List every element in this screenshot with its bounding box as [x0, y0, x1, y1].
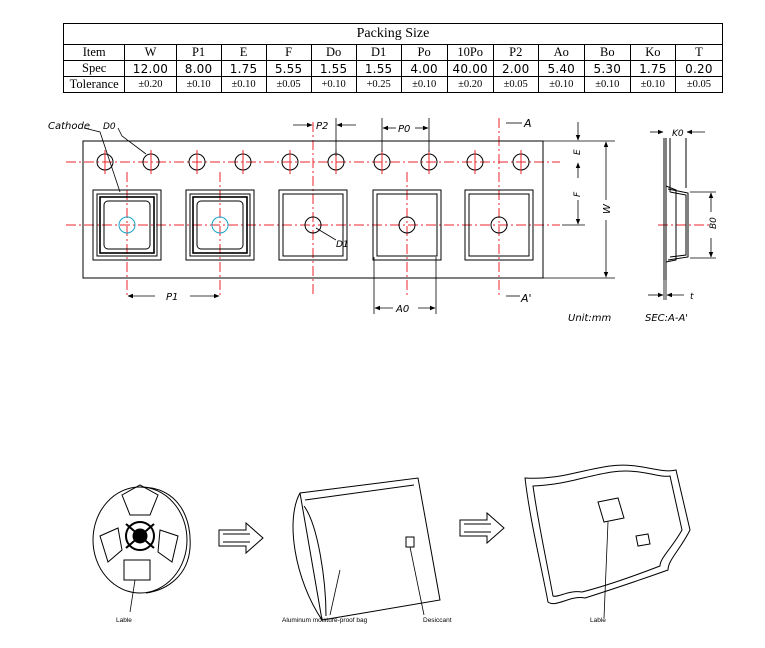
center-lines	[66, 118, 712, 298]
spec-cell: 2.00	[492, 60, 539, 77]
moisture-proof-bag-icon	[292, 477, 441, 621]
desiccant-label: Desiccant	[423, 617, 452, 624]
leader-lines	[83, 127, 337, 241]
header-cell: P1	[175, 44, 222, 61]
tolerance-cell: ±0.10	[537, 76, 585, 93]
tolerance-cell: +0.25	[355, 76, 402, 93]
spec-cell: 5.55	[265, 60, 312, 77]
spec-cell: 5.40	[537, 60, 585, 77]
pocket-center-hole	[118, 216, 136, 234]
p0-dimension	[381, 118, 430, 152]
tolerance-cell: ±0.10	[583, 76, 631, 93]
tolerance-cell: Tolerance	[62, 76, 126, 93]
a0-dimension	[373, 257, 437, 314]
pockets	[92, 189, 534, 261]
table-title-row: Packing Size	[63, 23, 723, 45]
section-label: SEC:A-A'	[645, 313, 688, 324]
a0-label: A0	[395, 304, 409, 315]
table-title: Packing Size	[63, 23, 723, 45]
tolerance-cell: ±0.10	[400, 76, 448, 93]
table-tolerance-row: Tolerance ±0.20 ±0.10 ±0.10 ±0.05 +0.10 …	[62, 76, 724, 93]
t-label: t	[690, 292, 694, 302]
component-pads	[118, 216, 508, 234]
p2-dimension	[293, 118, 356, 156]
section-a-prime-label: A'	[520, 292, 532, 305]
tolerance-cell: ±0.10	[629, 76, 676, 93]
section-a-label: A	[523, 117, 532, 130]
pocket	[464, 189, 534, 261]
cathode-label: Cathode	[48, 121, 90, 132]
d0-label: D0	[103, 122, 116, 132]
header-cell: Do	[310, 44, 357, 61]
t-dimension	[648, 280, 684, 300]
e-f-w-dimensions	[543, 122, 615, 279]
spec-cell: Spec	[62, 60, 126, 77]
spec-cell: 8.00	[175, 60, 222, 77]
pocket	[92, 189, 162, 261]
spec-cell: 1.55	[310, 60, 357, 77]
tolerance-cell: +0.10	[310, 76, 357, 93]
header-cell: E	[220, 44, 267, 61]
e-label: E	[573, 149, 583, 155]
tolerance-cell: ±0.05	[674, 76, 724, 93]
p2-label: P2	[316, 121, 328, 132]
arrow-right-icon	[218, 521, 264, 555]
spec-cell: 4.00	[400, 60, 448, 77]
tolerance-cell: ±0.05	[492, 76, 539, 93]
packing-illustration: Lable Aluminum moisture-proof bag Desicc…	[92, 464, 691, 624]
spec-cell: 12.00	[124, 60, 177, 77]
p0-label: P0	[398, 124, 410, 135]
unit-label: Unit:mm	[568, 313, 611, 324]
table-header-row: Item W P1 E F Do D1 Po 10Po P2 Ao Bo Ko …	[62, 44, 724, 61]
k0-label: K0	[672, 129, 684, 139]
spec-cell: 0.20	[674, 60, 724, 77]
bag-label: Aluminum moisture-proof bag	[282, 617, 368, 624]
sealed-bag-label: Lable	[590, 617, 606, 624]
spec-cell: 1.75	[220, 60, 267, 77]
b0-dimension	[690, 191, 716, 259]
header-cell: Po	[400, 44, 448, 61]
spec-cell: 40.00	[446, 60, 494, 77]
arrow-right-icon	[459, 511, 505, 545]
header-cell: Ko	[629, 44, 676, 61]
packing-size-table: Packing Size Item W P1 E F Do D1 Po 10Po…	[62, 23, 724, 93]
pocket-center-hole	[398, 216, 416, 234]
tolerance-cell: ±0.10	[220, 76, 267, 93]
pocket	[185, 189, 255, 261]
table-spec-row: Spec 12.00 8.00 1.75 5.55 1.55 1.55 4.00…	[62, 60, 724, 77]
pocket	[372, 189, 442, 261]
reel-label: Lable	[116, 617, 132, 624]
pocket-center-hole	[304, 216, 322, 234]
header-cell: 10Po	[446, 44, 494, 61]
header-cell: W	[124, 44, 177, 61]
tolerance-cell: ±0.05	[265, 76, 312, 93]
w-label: W	[602, 203, 613, 214]
pocket-center-hole	[211, 216, 229, 234]
header-cell: F	[265, 44, 312, 61]
spec-cell: 1.55	[355, 60, 402, 77]
sprocket-center-marks	[104, 150, 522, 174]
tolerance-cell: ±0.20	[124, 76, 177, 93]
tolerance-cell: ±0.10	[175, 76, 222, 93]
tolerance-cell: ±0.20	[446, 76, 494, 93]
header-cell: Item	[62, 44, 126, 61]
reel-icon	[92, 484, 191, 613]
header-cell: Ao	[537, 44, 585, 61]
p1-label: P1	[166, 292, 178, 303]
b0-label: B0	[709, 217, 719, 229]
header-cell: T	[674, 44, 724, 61]
header-cell: Bo	[583, 44, 631, 61]
pocket-center-hole	[490, 216, 508, 234]
pocket	[278, 189, 348, 261]
f-label: F	[573, 191, 583, 197]
header-cell: D1	[355, 44, 402, 61]
header-cell: P2	[492, 44, 539, 61]
section-view	[663, 138, 689, 280]
d1-label: D1	[336, 240, 349, 250]
spec-cell: 5.30	[583, 60, 631, 77]
spec-cell: 1.75	[629, 60, 676, 77]
carrier-tape-outline	[82, 140, 544, 279]
tape-dimension-drawing: Cathode D0 D1 P2 P0 A A' E F W P1	[48, 117, 719, 324]
sealed-bag-icon	[524, 464, 691, 619]
